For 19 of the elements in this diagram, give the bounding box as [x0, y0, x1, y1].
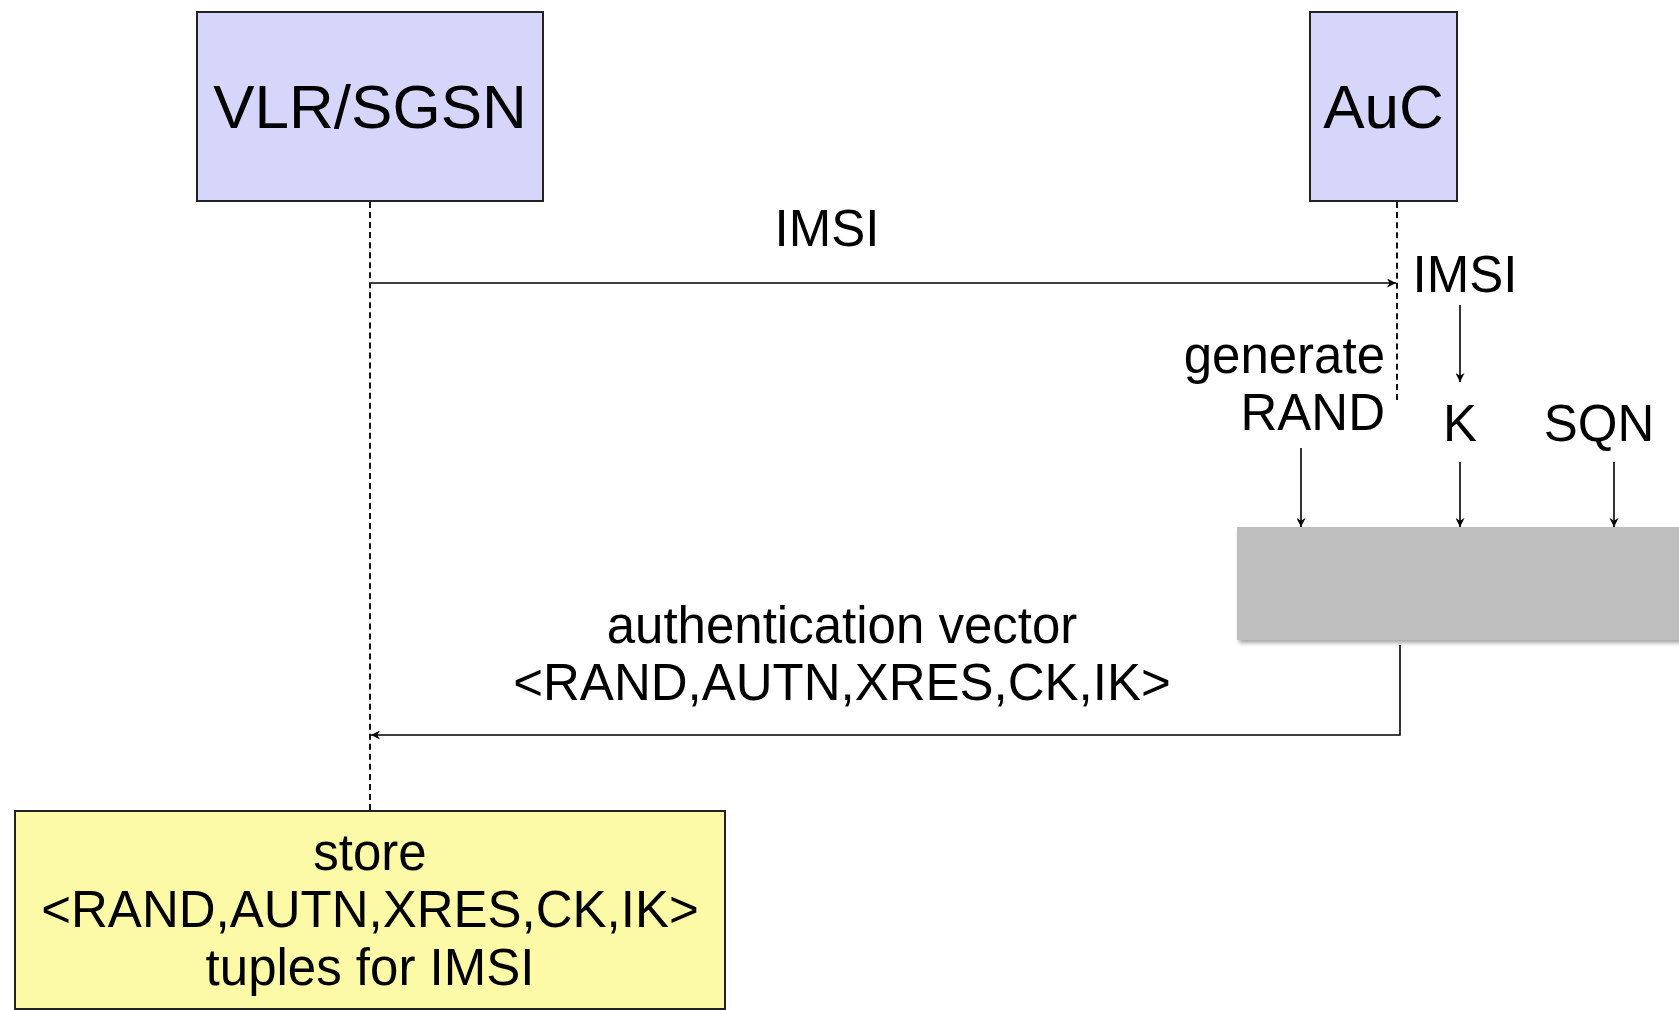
arrow — [1296, 447, 1306, 528]
lifeline — [369, 202, 371, 810]
function-block — [1237, 527, 1679, 640]
entity-name: VLR/SGSN — [213, 71, 527, 142]
lifeline — [1396, 202, 1398, 400]
entity-box — [196, 11, 544, 202]
text-label: IMSI — [1405, 245, 1525, 305]
storage-box — [14, 810, 726, 1010]
arrow — [1455, 304, 1465, 383]
arrow — [370, 278, 1397, 288]
arrow — [1609, 461, 1619, 528]
entity-box — [1309, 11, 1458, 202]
arrow — [1455, 461, 1465, 528]
arrow — [370, 644, 1401, 740]
text-label: generate RAND — [1150, 320, 1385, 448]
box-text: store <RAND,AUTN,XRES,CK,IK> tuples for IMSI — [40, 824, 700, 996]
text-label: SQN — [1525, 385, 1673, 462]
text-label: K — [1430, 385, 1490, 462]
entity-name: AuC — [1323, 71, 1444, 142]
